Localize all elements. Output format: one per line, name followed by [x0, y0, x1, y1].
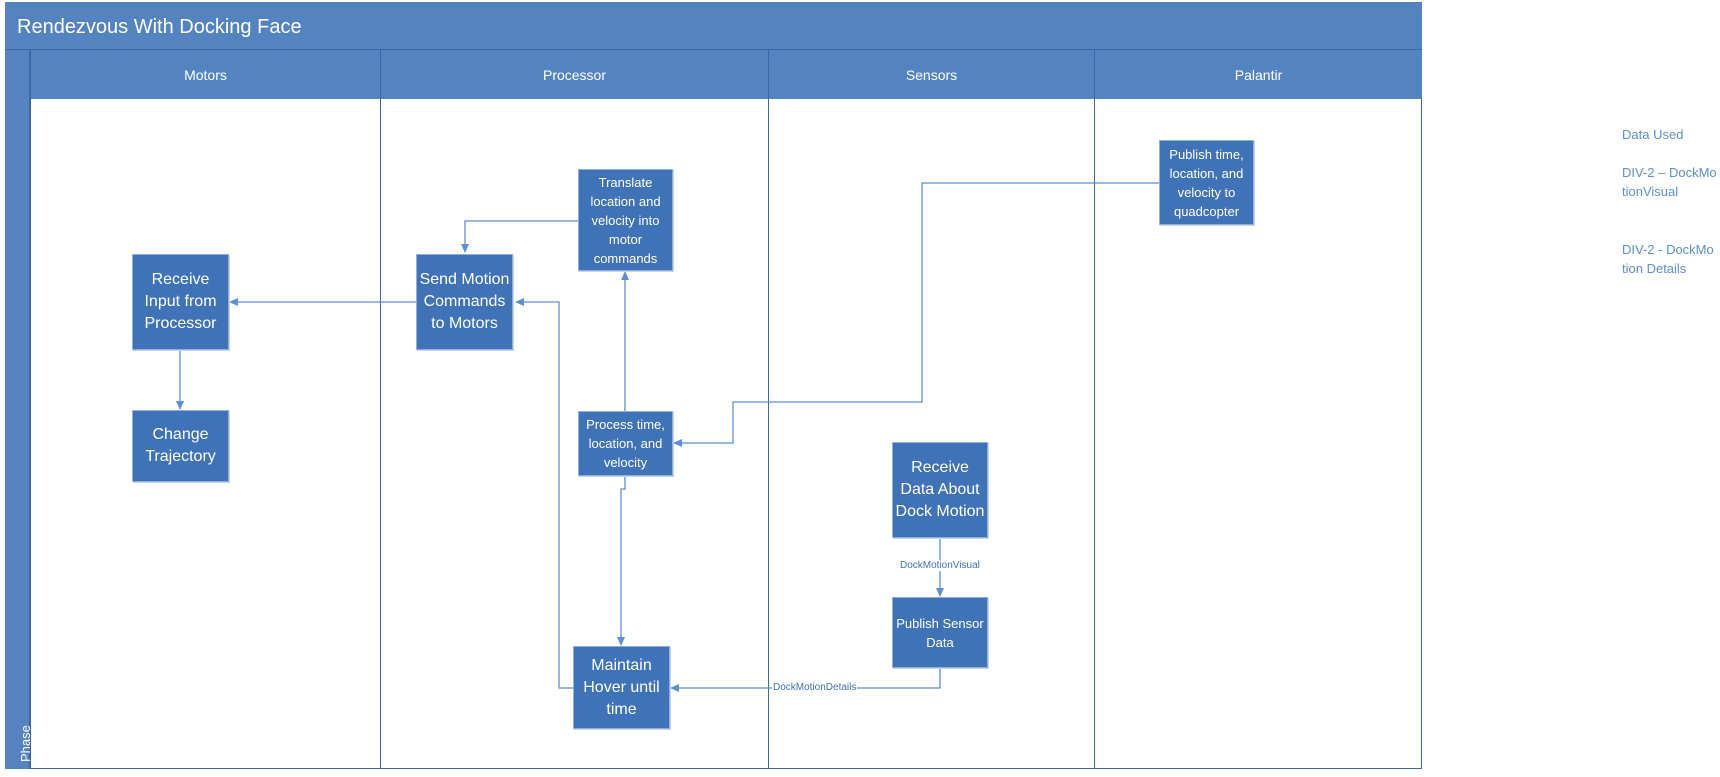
edge-palantir-to-process [673, 182, 1159, 447]
node-label: Process time, location, and velocity [586, 417, 665, 470]
edge-translate-to-send [461, 220, 579, 253]
lane-divider [768, 99, 769, 769]
node-translate[interactable]: Translate location and velocity into mot… [578, 169, 673, 271]
phase-bar [5, 50, 30, 769]
edge-label-dock-motion-visual: DockMotionVisual [899, 560, 981, 571]
node-publish-time[interactable]: Publish time, location, and velocity to … [1159, 140, 1254, 225]
edge-label-dock-motion-details: DockMotionDetails [772, 682, 858, 693]
lane-header-sensors: Sensors [768, 50, 1094, 99]
lane-header-motors: Motors [30, 50, 380, 99]
swimlane-frame [5, 2, 1422, 769]
edge-publish-to-hover [670, 668, 941, 692]
node-label: Send Motion Commands to Motors [419, 271, 510, 332]
lane-divider [380, 99, 381, 769]
node-label: Receive Input from Processor [144, 271, 217, 332]
node-change-trajectory[interactable]: Change Trajectory [132, 410, 229, 482]
edge-process-to-hover [617, 476, 626, 646]
data-used-heading: Data Used [1622, 127, 1684, 142]
node-receive-input[interactable]: Receive Input from Processor [132, 254, 229, 350]
node-receive-dock-data[interactable]: Receive Data About Dock Motion [892, 442, 988, 538]
node-publish-sensor-data[interactable]: Publish Sensor Data [892, 597, 988, 668]
node-label: Translate location and velocity into mot… [590, 174, 661, 266]
node-label: Publish Sensor Data [896, 615, 984, 650]
diagram-title-bar: Rendezvous With Docking Face [5, 2, 1422, 50]
data-used-item[interactable]: DIV-2 - DockMotion Details [1622, 242, 1714, 276]
node-label: Change Trajectory [145, 426, 216, 465]
lane-header-palantir: Palantir [1094, 50, 1422, 99]
node-send-motion-commands[interactable]: Send Motion Commands to Motors [416, 254, 513, 350]
node-process[interactable]: Process time, location, and velocity [578, 411, 673, 476]
data-used-item[interactable]: DIV-2 – DockMotionVisual [1622, 165, 1717, 199]
lane-header-processor: Processor [380, 50, 768, 99]
edge-hover-to-send [515, 298, 573, 689]
diagram-title: Rendezvous With Docking Face [17, 16, 302, 38]
node-label: Maintain Hover until time [583, 656, 660, 718]
node-label: Publish time, location, and velocity to … [1169, 146, 1244, 219]
node-maintain-hover[interactable]: Maintain Hover until time [573, 646, 670, 729]
node-label: Receive Data About Dock Motion [895, 459, 985, 520]
lane-divider [1094, 99, 1095, 769]
lane-divider [30, 99, 31, 769]
